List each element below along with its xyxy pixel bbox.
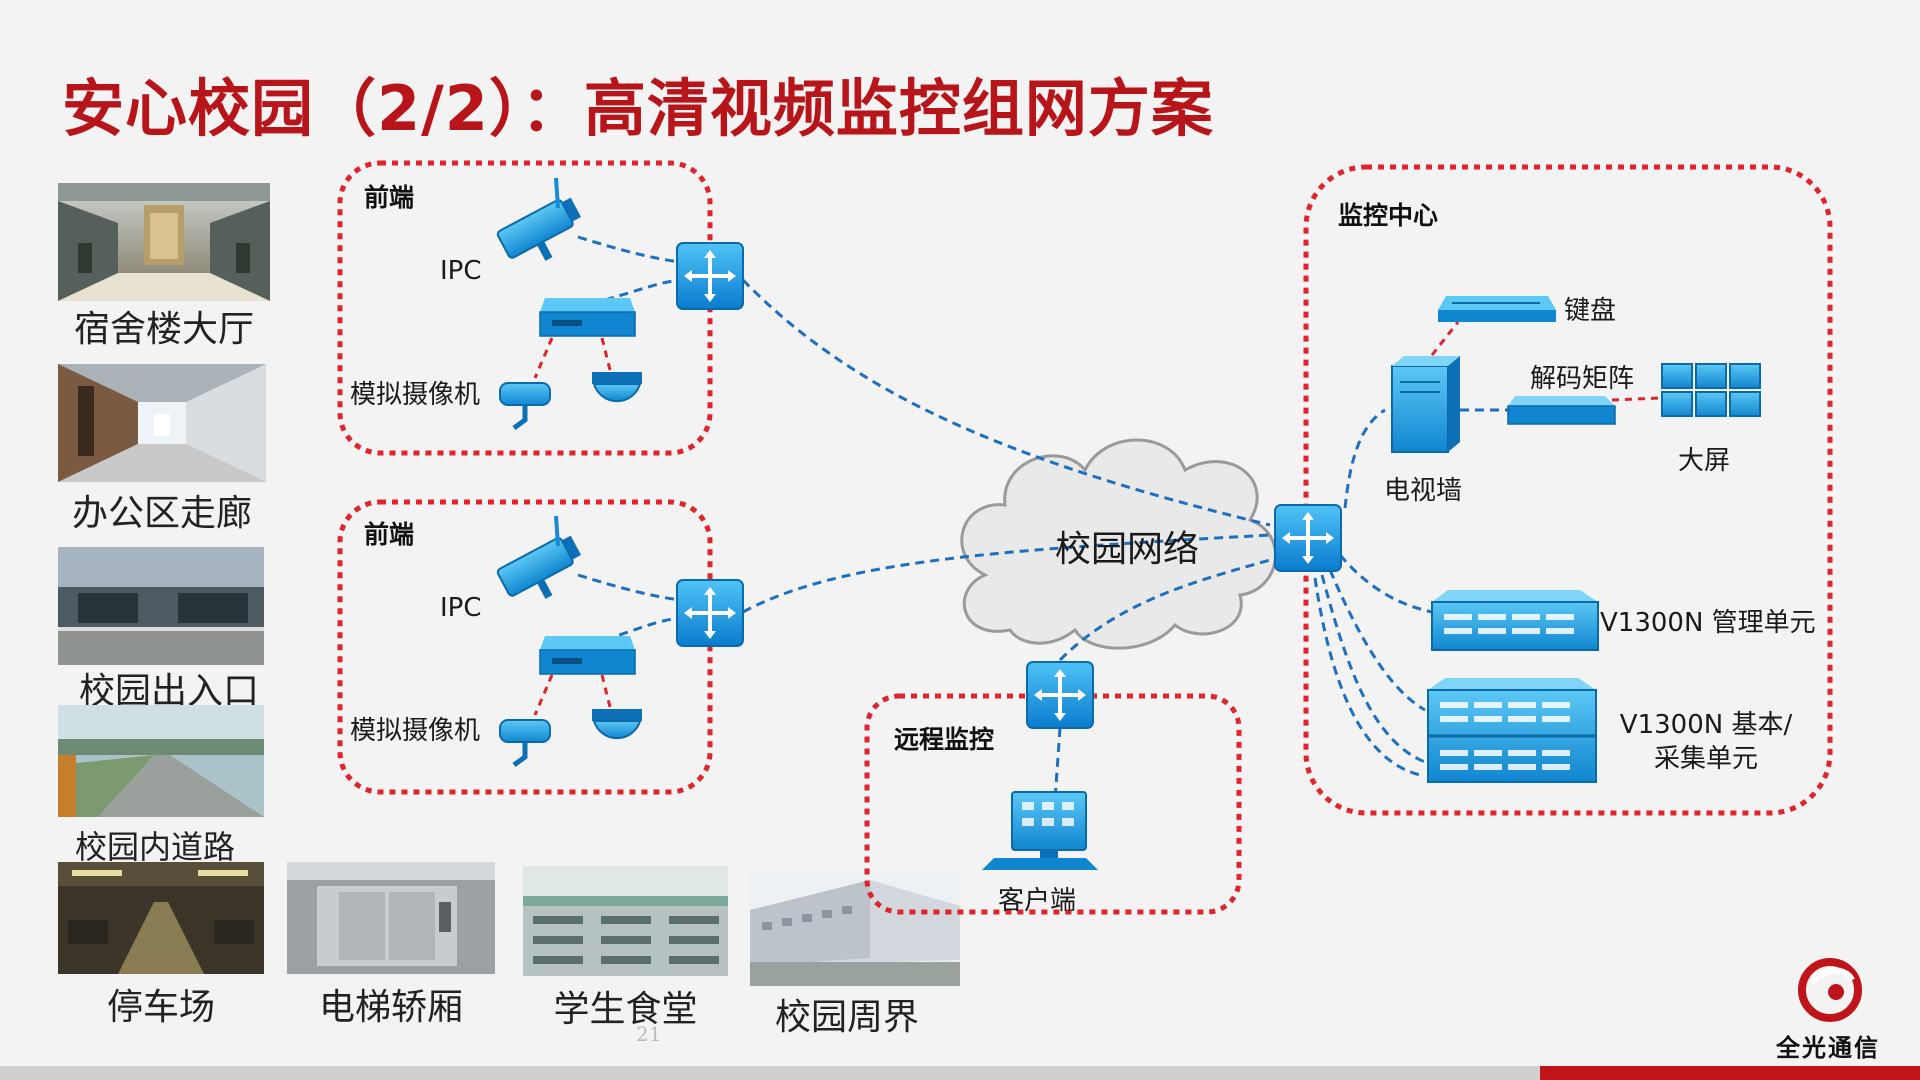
basic-unit-label: V1300N 基本/ 采集单元 — [1619, 710, 1793, 774]
link-ipc1-switch1 — [577, 235, 681, 264]
front2-ipc-label: IPC — [440, 593, 482, 623]
remote-client-label: 客户端 — [998, 886, 1077, 916]
link-center-mgmt — [1338, 554, 1433, 614]
bottom-bar — [0, 1066, 1920, 1080]
ipc-camera-icon-1 — [496, 197, 582, 261]
bottom-bar-accent — [1540, 1066, 1920, 1080]
link-dvr1-analog-b — [600, 337, 614, 379]
photo-perimeter — [750, 870, 960, 986]
photo-elevator — [287, 862, 495, 974]
photo-campus-road — [58, 705, 264, 817]
page-number: 21 — [636, 1022, 662, 1046]
zone-center-title: 监控中心 — [1338, 201, 1439, 230]
keyboard-label: 键盘 — [1564, 296, 1617, 326]
caption-elevator: 电梯轿厢 — [318, 987, 463, 1028]
page-title: 安心校园（2/2）：高清视频监控组网方案 — [62, 72, 1214, 145]
client-pc-icon — [982, 791, 1098, 870]
switch-front1-icon — [675, 241, 745, 311]
ipc-antenna-1 — [554, 177, 560, 209]
link-dvr2-analog-a — [533, 674, 554, 716]
decoder-matrix-icon — [1507, 396, 1616, 425]
link-center-basic2 — [1320, 574, 1426, 764]
v1300n-mgmt-unit-icon — [1431, 590, 1599, 651]
campus-network-cloud — [960, 438, 1277, 650]
zone-center-border — [1303, 164, 1833, 816]
analog-bullet-camera-icon-2 — [499, 719, 551, 768]
company-logo-text: 全光通信 — [1776, 1034, 1880, 1062]
caption-campus-road: 校园内道路 — [74, 828, 235, 866]
link-center-basic3 — [1313, 577, 1421, 777]
caption-canteen: 学生食堂 — [553, 989, 698, 1030]
photo-office-corridor — [58, 364, 266, 482]
decoder-label: 解码矩阵 — [1530, 364, 1635, 394]
photo-canteen — [523, 866, 728, 976]
link-dvr2-switch2 — [604, 616, 681, 642]
link-dvr1-analog-a — [533, 337, 554, 379]
photo-dorm-hall — [58, 183, 270, 301]
ipc-camera-icon-2 — [496, 535, 582, 599]
switch-front2-icon — [675, 578, 745, 648]
front1-analog-label: 模拟摄像机 — [350, 380, 481, 410]
mgmt-unit-label: V1300N 管理单元 — [1600, 608, 1816, 638]
dvr-icon-2 — [539, 636, 636, 675]
link-remote-center — [1058, 558, 1271, 662]
link-tvwall-keyboard — [1430, 321, 1460, 356]
analog-bullet-camera-icon-1 — [499, 382, 551, 431]
big-screen-icon — [1661, 363, 1761, 417]
link-switch1-center — [741, 278, 1271, 527]
link-dvr1-switch1 — [604, 278, 681, 302]
switch-center-icon — [1273, 503, 1343, 573]
zone-front1-title: 前端 — [364, 183, 415, 212]
dvr-icon-1 — [539, 298, 636, 337]
tv-wall-server-icon — [1391, 356, 1460, 453]
photo-campus-entrance — [58, 547, 264, 665]
big-screen-label: 大屏 — [1678, 446, 1731, 476]
link-remote-client — [1053, 727, 1062, 801]
link-center-basic1 — [1328, 569, 1426, 712]
company-logo-icon — [1798, 958, 1862, 1022]
v1300n-basic-unit-icon — [1427, 678, 1597, 783]
front2-analog-label: 模拟摄像机 — [350, 716, 481, 746]
analog-dome-camera-icon-1 — [592, 372, 642, 403]
ipc-antenna-2 — [554, 515, 560, 547]
zone-remote-title: 远程监控 — [894, 725, 995, 754]
front1-ipc-label: IPC — [440, 256, 482, 286]
photo-parking — [58, 862, 264, 974]
switch-remote-icon — [1025, 660, 1095, 730]
caption-office-corridor: 办公区走廊 — [71, 493, 252, 534]
link-center-tvwall — [1343, 408, 1386, 509]
link-decoder-screen — [1611, 396, 1661, 402]
link-ipc2-switch2 — [577, 573, 681, 602]
analog-dome-camera-icon-2 — [592, 709, 642, 740]
caption-perimeter: 校园周界 — [774, 997, 919, 1038]
caption-parking: 停车场 — [106, 987, 215, 1028]
zone-front2-title: 前端 — [364, 520, 415, 549]
zone-remote-border — [864, 693, 1242, 915]
link-dvr2-analog-b — [600, 674, 614, 716]
keyboard-icon — [1438, 296, 1556, 322]
link-switch2-center — [742, 533, 1271, 614]
tv-wall-label: 电视墙 — [1384, 476, 1463, 506]
campus-network-label: 校园网络 — [1055, 529, 1200, 570]
caption-dorm-hall: 宿舍楼大厅 — [73, 309, 254, 350]
